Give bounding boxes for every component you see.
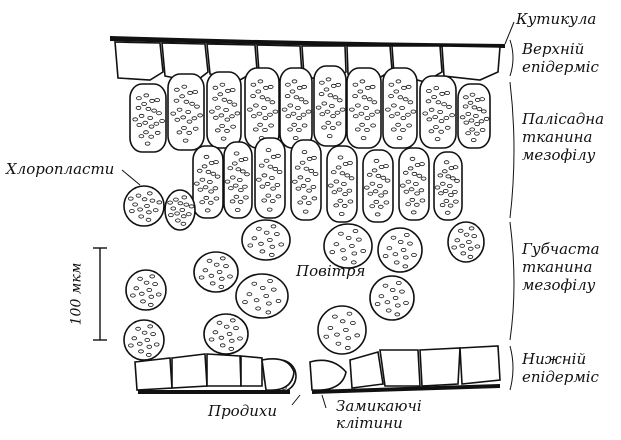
label-scale-bar: 100 мкм [68,263,84,326]
palisade-cell [124,186,164,226]
spongy-cell [318,306,366,354]
spongy-cell [204,314,248,354]
label-guard-cells: Замикаючі клітини [336,398,422,432]
label-air: Повітря [296,262,365,280]
spongy-cell [236,274,288,318]
scale-bar [93,248,107,340]
spongy-cell [194,252,238,292]
bracket-marks [510,40,514,390]
label-cuticle: Кутикула [516,10,596,28]
label-stoma: Продихи [208,402,277,420]
spongy-cell [378,228,422,272]
spongy-cell [370,276,414,320]
label-spongy-mesophyll: Губчаста тканина мезофілу [522,240,600,294]
label-palisade-mesophyll: Палісадна тканина мезофілу [522,110,604,164]
spongy-cell [242,220,290,260]
label-upper-epidermis: Верхній епідерміс [522,40,599,76]
palisade-cells-lower [124,138,462,230]
guard-cells [262,359,346,390]
label-lower-epidermis: Нижній епідерміс [522,350,599,386]
spongy-cell [448,222,484,262]
spongy-cell [124,320,164,360]
label-chloroplasts: Хлоропласти [6,160,114,178]
spongy-cell [126,270,166,310]
